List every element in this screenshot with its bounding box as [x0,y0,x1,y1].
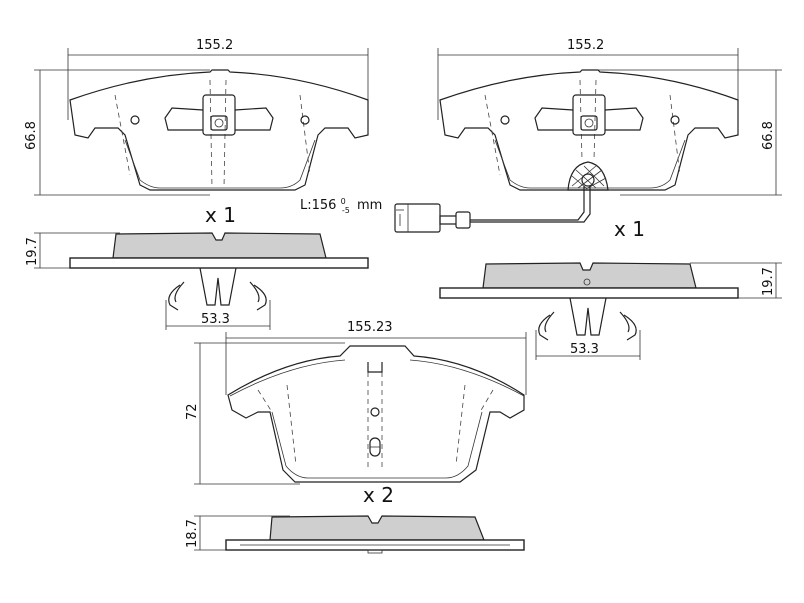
pad-left-qty-label: x 1 [205,203,236,227]
pad-bottom-width-label: 155.23 [347,320,393,335]
pad-left-clip-label: 53.3 [201,312,230,327]
pad-left-width-label: 155.2 [196,38,233,53]
pad-bottom-thickness-label: 18.7 [185,519,200,548]
pad-bottom-height-label: 72 [185,403,200,420]
pad-right-thickness-label: 19.7 [761,267,776,296]
sensor-tolerance-upper: 0 [341,197,346,206]
pad-left-front-view: 155.2 66.8 x 1 [24,38,369,227]
sensor-length-unit: mm [357,198,382,213]
pad-bottom-qty-label: x 2 [363,483,394,507]
pad-right-side-view: 19.7 53.3 [439,262,782,360]
pad-right-front-view: 155.2 66.8 L:156 0 -5 mm x [300,38,782,241]
sensor-tolerance-lower: -5 [342,206,350,215]
pad-left-side-view: 19.7 53.3 [25,232,369,330]
sensor-length-label: L:156 0 -5 mm [300,193,382,217]
pad-left-height-label: 66.8 [24,121,39,150]
pad-right-qty-label: x 1 [614,217,645,241]
pad-right-width-label: 155.2 [567,38,604,53]
pad-bottom-front-view: 155.23 72 x 2 [185,320,527,507]
pad-left-thickness-label: 19.7 [25,237,40,266]
sensor-length-prefix: L:156 [300,198,336,213]
pad-right-height-label: 66.8 [761,121,776,150]
pad-right-clip-label: 53.3 [570,342,599,357]
pad-bottom-side-view: 18.7 [185,515,525,554]
